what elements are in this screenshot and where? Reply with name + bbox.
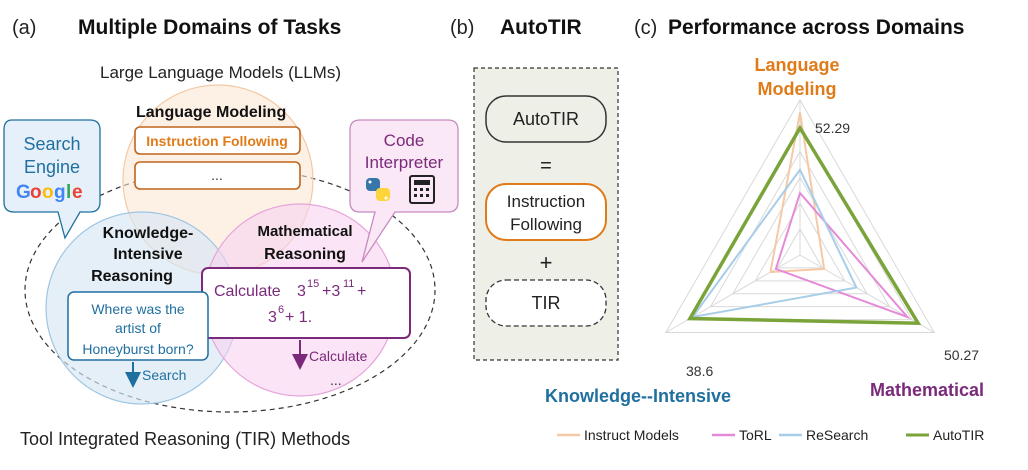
calc-line2-base: 3 <box>268 309 277 326</box>
llm-label: Large Language Models (LLMs) <box>100 63 341 82</box>
calc-plus1: +3 <box>322 283 340 300</box>
search-engine-bubble <box>3 119 101 240</box>
plus-sign: + <box>540 250 553 275</box>
tir-pill-label: TIR <box>532 293 561 313</box>
calc-ellipsis: ... <box>330 372 342 388</box>
radar-grid-ring <box>754 202 846 282</box>
value-label-right: 50.27 <box>944 347 979 363</box>
code-interpreter-line1: Code <box>384 131 425 150</box>
instruction-following-pill <box>485 183 607 241</box>
value-label-left: 38.6 <box>686 363 713 379</box>
instruction-following-label: Instruction Following <box>146 133 288 149</box>
google-letter-o1: o <box>30 182 42 203</box>
radar-series-instruct-models <box>769 112 826 274</box>
python-icon <box>366 178 390 201</box>
google-letter-g: G <box>16 182 31 203</box>
radar-series-research <box>690 167 858 319</box>
radar-series <box>686 112 922 326</box>
radar-series-autotir <box>686 124 922 326</box>
lm-ellipsis-box <box>134 161 301 190</box>
calc-line2-rest: + 1. <box>285 309 312 326</box>
question-line2: artist of <box>115 320 161 336</box>
legend-label-research: ReSearch <box>806 427 868 443</box>
tir-methods-label: Tool Integrated Reasoning (TIR) Methods <box>20 429 350 449</box>
ki-line2: Intensive <box>113 246 182 263</box>
ki-line3: Reasoning <box>91 268 173 285</box>
language-modeling-title: Language Modeling <box>136 104 286 121</box>
panel-a-title: Multiple Domains of Tasks <box>78 16 341 39</box>
calculator-icon <box>409 175 435 204</box>
if-pill-line1: Instruction <box>507 192 585 211</box>
math-line2: Reasoning <box>264 246 346 263</box>
autotir-box <box>485 95 607 143</box>
equals-sign: = <box>540 155 552 177</box>
legend-label-torl: ToRL <box>739 427 772 443</box>
radar-grid-ring <box>709 150 891 308</box>
axis-label-top-1: Language <box>754 55 839 75</box>
math-line1: Mathematical <box>257 223 352 240</box>
google-letter-e: e <box>72 182 83 203</box>
calc-base1: 3 <box>297 283 306 300</box>
calc-exp2: 11 <box>343 278 354 290</box>
legend-label-instruct: Instruct Models <box>584 427 679 443</box>
calc-arrow-label: Calculate <box>309 348 368 364</box>
instruction-following-box <box>134 126 301 155</box>
autotir-box-label: AutoTIR <box>513 109 579 129</box>
legend-label-autotir: AutoTIR <box>933 427 984 443</box>
legend: Instruct Models ToRL ReSearch AutoTIR <box>557 427 984 443</box>
tir-pill <box>485 279 607 327</box>
lm-ellipsis-label: ... <box>211 167 223 183</box>
tir-region-outline <box>24 167 436 413</box>
google-letter-o2: o <box>42 182 54 203</box>
radar-grid-ring <box>664 99 936 333</box>
google-letter-l: l <box>66 182 71 203</box>
calc-word: Calculate <box>214 283 281 300</box>
radar-grid-ring <box>732 176 868 295</box>
radar-spoke <box>799 254 935 333</box>
google-letter-g2: g <box>54 182 66 203</box>
question-box <box>67 291 209 361</box>
ki-line1: Knowledge- <box>103 225 194 242</box>
question-line3: Honeyburst born? <box>82 341 194 357</box>
axis-label-top-2: Modeling <box>758 79 837 99</box>
calc-exp1: 15 <box>307 278 319 290</box>
panel-c-tag: (c) <box>634 17 657 39</box>
question-line1: Where was the <box>91 301 185 317</box>
panel-b-title: AutoTIR <box>500 16 582 39</box>
calc-plus2: + <box>357 283 366 300</box>
panel-b-tag: (b) <box>450 17 474 39</box>
radar-grid-ring <box>776 228 824 269</box>
value-label-top: 52.29 <box>815 120 850 136</box>
calc-exp3: 6 <box>278 304 284 316</box>
panel-c-title: Performance across Domains <box>668 16 964 39</box>
search-engine-line1: Search <box>23 134 80 154</box>
search-engine-line2: Engine <box>24 157 80 177</box>
axis-label-right: Mathematical <box>870 380 984 400</box>
radar-series-torl <box>774 190 911 320</box>
panel-a-tag: (a) <box>12 17 36 39</box>
axis-label-left: Knowledge--Intensive <box>545 386 731 406</box>
google-logo: G o o g l e <box>16 182 83 203</box>
code-interpreter-line2: Interpreter <box>365 153 444 172</box>
code-interpreter-bubble <box>349 119 459 263</box>
calculate-box <box>201 267 411 339</box>
search-arrow-label: Search <box>142 367 186 383</box>
if-pill-line2: Following <box>510 215 582 234</box>
